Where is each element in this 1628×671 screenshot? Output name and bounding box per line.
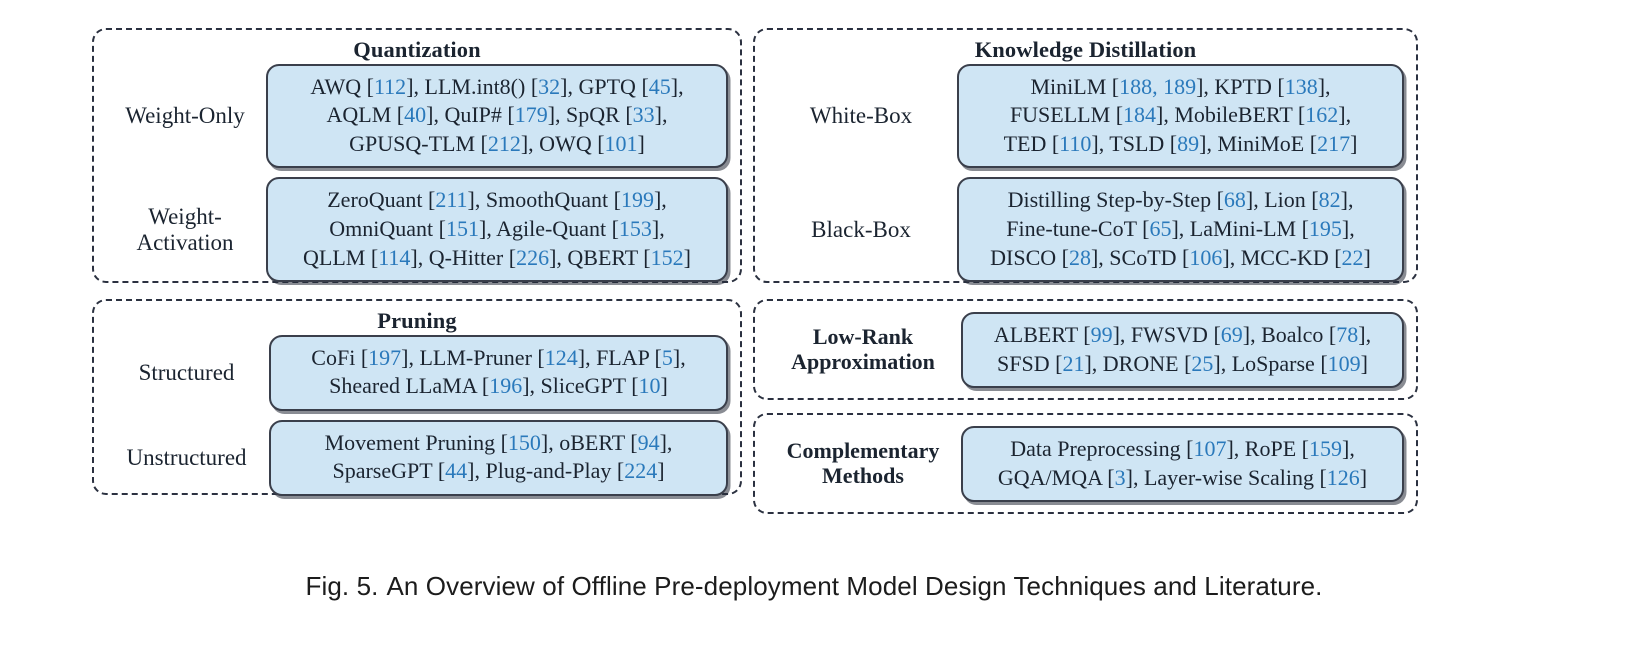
row-label-complementary-methods: Complementary Methods	[765, 439, 961, 488]
row-label-black-box: Black-Box	[811, 216, 911, 242]
group-title-knowledge-distillation: Knowledge Distillation	[974, 37, 1197, 62]
row-label-weight-only: Weight-Only	[125, 103, 245, 129]
pill-low-rank-approximation[interactable]: ALBERT [99], FWSVD [69], Boalco [78],SFS…	[961, 312, 1404, 389]
row-label-line2: Activation	[136, 229, 234, 255]
row-weight-activation: Weight- Activation ZeroQuant [211], Smoo…	[94, 177, 740, 283]
row-weight-only: Weight-Only AWQ [112], LLM.int8() [32], …	[94, 63, 740, 169]
row-low-rank-approximation: Low-Rank Approximation ALBERT [99], FWSV…	[755, 301, 1416, 389]
pill-black-box[interactable]: Distilling Step-by-Step [68], Lion [82],…	[957, 177, 1404, 283]
row-label-structured: Structured	[138, 359, 235, 385]
row-black-box: Black-Box Distilling Step-by-Step [68], …	[755, 177, 1416, 283]
row-label-line2: Methods	[822, 463, 904, 489]
row-white-box: White-Box MiniLM [188, 189], KPTD [138],…	[755, 63, 1416, 169]
pill-structured[interactable]: CoFi [197], LLM-Pruner [124], FLAP [5],S…	[269, 334, 728, 411]
figure-caption-label: Fig. 5.	[305, 571, 379, 601]
group-knowledge-distillation: Knowledge Distillation White-Box MiniLM …	[753, 28, 1418, 283]
group-title-quantization: Quantization	[353, 37, 481, 62]
row-label-line1: Complementary	[786, 438, 940, 464]
pill-weight-only[interactable]: AWQ [112], LLM.int8() [32], GPTQ [45],AQ…	[266, 63, 728, 169]
row-unstructured: Unstructured Movement Pruning [150], oBE…	[94, 419, 740, 496]
pill-unstructured[interactable]: Movement Pruning [150], oBERT [94],Spars…	[269, 419, 728, 496]
row-structured: Structured CoFi [197], LLM-Pruner [124],…	[94, 334, 740, 411]
row-label-line1: Low-Rank	[812, 324, 914, 350]
right-column: Knowledge Distillation White-Box MiniLM …	[753, 28, 1418, 514]
row-label-line2: Approximation	[791, 349, 935, 375]
figure-caption: Fig. 5.An Overview of Offline Pre-deploy…	[0, 571, 1628, 602]
row-label-white-box: White-Box	[809, 103, 913, 129]
group-title-pruning: Pruning	[377, 308, 457, 333]
row-label-weight-activation: Weight- Activation	[104, 204, 266, 256]
group-pruning: Pruning Structured CoFi [197], LLM-Prune…	[92, 299, 742, 496]
group-quantization: Quantization Weight-Only AWQ [112], LLM.…	[92, 28, 742, 283]
row-complementary-methods: Complementary Methods Data Preprocessing…	[755, 415, 1416, 503]
group-complementary-methods: Complementary Methods Data Preprocessing…	[753, 413, 1418, 514]
row-label-low-rank-approximation: Low-Rank Approximation	[765, 325, 961, 374]
figure-caption-text: An Overview of Offline Pre-deployment Mo…	[386, 571, 1323, 601]
pill-weight-activation[interactable]: ZeroQuant [211], SmoothQuant [199],OmniQ…	[266, 177, 728, 283]
row-label-line1: Weight-	[148, 204, 222, 230]
left-column: Quantization Weight-Only AWQ [112], LLM.…	[92, 28, 742, 496]
row-label-unstructured: Unstructured	[126, 445, 247, 471]
group-low-rank-approximation: Low-Rank Approximation ALBERT [99], FWSV…	[753, 299, 1418, 400]
pill-white-box[interactable]: MiniLM [188, 189], KPTD [138],FUSELLM [1…	[957, 63, 1404, 169]
pill-complementary-methods[interactable]: Data Preprocessing [107], RoPE [159],GQA…	[961, 426, 1404, 503]
